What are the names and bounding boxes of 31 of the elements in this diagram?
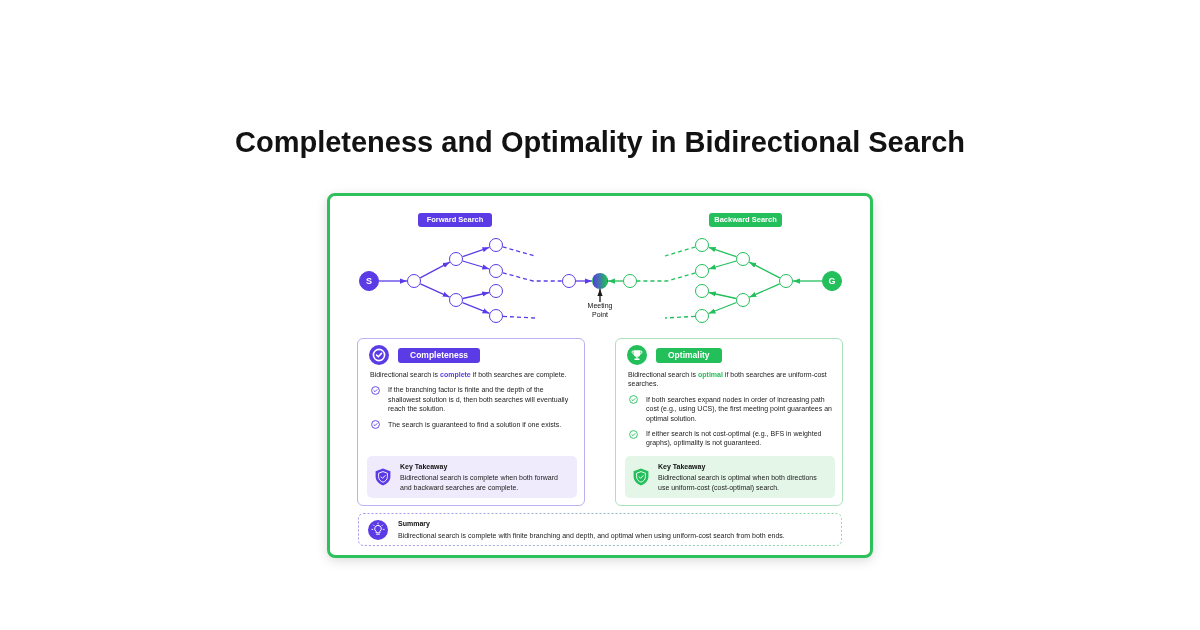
arrow [607,278,624,284]
arrow [461,301,491,315]
arrow [708,291,737,300]
arrow [462,291,490,300]
arrow [748,283,781,298]
arrow [419,261,451,279]
info-panel [615,338,843,506]
takeaway-panel [625,455,835,498]
arrow [707,246,738,258]
arrow [792,278,823,284]
diagram-title: Completeness and Optimality in Bidirectional Search [235,125,965,159]
heading-tag: Optimality [656,347,722,363]
dashed-line [636,272,696,282]
dashed-line [502,246,536,257]
dashed-line [664,315,696,319]
arrow [597,288,603,303]
arrow [419,283,451,298]
heading-tag: Completeness [398,347,481,363]
arrow [707,301,738,315]
takeaway-panel [367,455,577,498]
arrow [575,278,593,284]
arrow [461,246,491,258]
arrow [462,260,490,270]
dashed-line [502,272,563,282]
dashed-line [502,315,536,319]
info-panel [357,338,585,506]
summary-panel [358,513,842,546]
arrow [748,261,781,279]
dashed-line [664,246,696,257]
arrow [708,260,737,270]
arrow [378,278,408,284]
